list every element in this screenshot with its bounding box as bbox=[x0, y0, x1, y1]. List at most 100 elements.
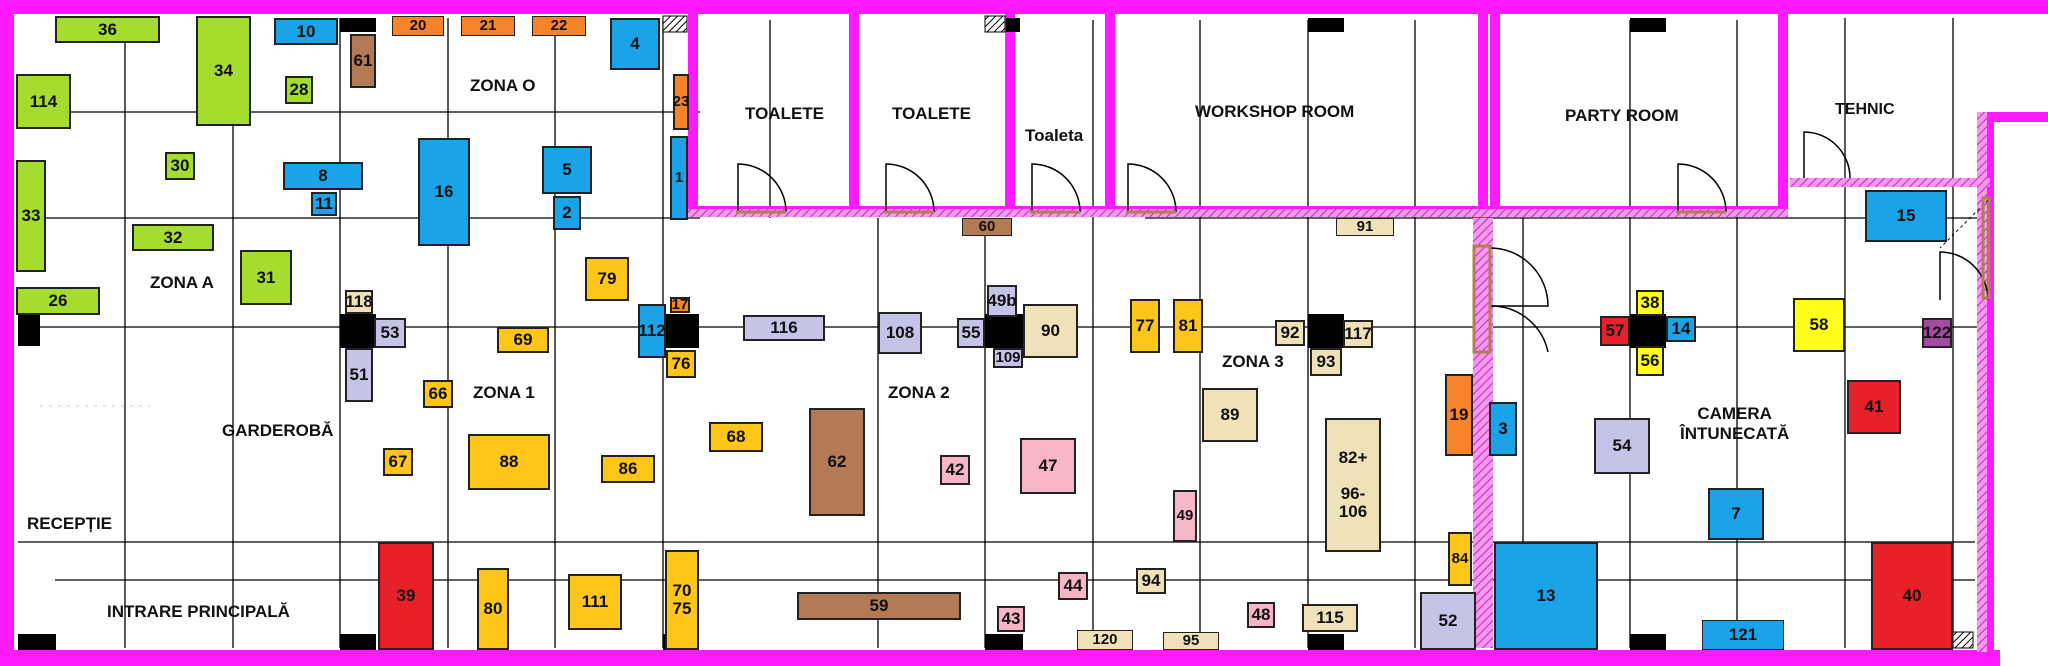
stand-66: 66 bbox=[423, 380, 453, 408]
stand-69: 69 bbox=[497, 327, 549, 353]
stand-20: 20 bbox=[392, 16, 444, 36]
stand-57: 57 bbox=[1600, 316, 1630, 346]
stand-49b: 49b bbox=[987, 285, 1017, 317]
stand-67: 67 bbox=[383, 448, 413, 476]
label-zona-3: ZONA 3 bbox=[1222, 352, 1284, 371]
stand-70-75: 70 75 bbox=[665, 550, 699, 650]
stand-122: 122 bbox=[1922, 318, 1952, 348]
stand-7: 7 bbox=[1708, 488, 1764, 540]
stand-44: 44 bbox=[1058, 572, 1088, 600]
stand-41: 41 bbox=[1847, 380, 1901, 434]
stand-47: 47 bbox=[1020, 438, 1076, 494]
label-zona-2: ZONA 2 bbox=[888, 383, 950, 402]
stand-39: 39 bbox=[378, 542, 434, 650]
stand-22: 22 bbox=[532, 16, 586, 36]
stand-43: 43 bbox=[997, 606, 1025, 632]
stand-42: 42 bbox=[940, 455, 970, 485]
stand-62: 62 bbox=[809, 408, 865, 516]
label-garderoba: GARDEROBĂ bbox=[222, 421, 334, 440]
stand-51: 51 bbox=[345, 348, 373, 402]
stand-91: 91 bbox=[1336, 218, 1394, 236]
label-receptie: RECEPȚIE bbox=[27, 514, 113, 533]
stand-115: 115 bbox=[1302, 604, 1358, 632]
stand-86: 86 bbox=[601, 455, 655, 483]
stand-56: 56 bbox=[1636, 346, 1664, 376]
stand-77: 77 bbox=[1130, 299, 1160, 353]
label-toalete-1: TOALETE bbox=[745, 104, 825, 123]
stand-21: 21 bbox=[461, 16, 515, 36]
stand-68: 68 bbox=[709, 422, 763, 452]
stand-13: 13 bbox=[1494, 542, 1598, 650]
label-party-room: PARTY ROOM bbox=[1565, 106, 1679, 125]
stand-52: 52 bbox=[1420, 592, 1476, 650]
label-camera-intunecata: CAMERA ÎNTUNECATĂ bbox=[1680, 404, 1790, 443]
stand-82-96-106: 82+ 96- 106 bbox=[1325, 418, 1381, 552]
stand-121: 121 bbox=[1702, 620, 1784, 650]
stand-15: 15 bbox=[1865, 190, 1947, 242]
stand-109: 109 bbox=[993, 348, 1023, 368]
label-tehnic: TEHNIC bbox=[1835, 101, 1895, 118]
stand-2: 2 bbox=[553, 196, 581, 230]
stand-19: 19 bbox=[1445, 374, 1473, 456]
stand-55: 55 bbox=[957, 318, 985, 348]
label-zona-1: ZONA 1 bbox=[473, 383, 535, 402]
stand-58: 58 bbox=[1793, 298, 1845, 352]
stand-40: 40 bbox=[1871, 542, 1953, 650]
stand-108: 108 bbox=[878, 312, 922, 354]
label-toalete-2: TOALETE bbox=[892, 104, 972, 123]
stand-95: 95 bbox=[1163, 632, 1219, 650]
stand-61: 61 bbox=[350, 34, 376, 88]
stand-116: 116 bbox=[743, 315, 825, 341]
label-workshop-room: WORKSHOP ROOM bbox=[1195, 102, 1355, 121]
stand-80: 80 bbox=[477, 568, 509, 650]
stand-3: 3 bbox=[1489, 402, 1517, 456]
stand-4: 4 bbox=[610, 18, 660, 70]
stand-60: 60 bbox=[962, 218, 1012, 236]
stand-120: 120 bbox=[1077, 630, 1133, 650]
stand-81: 81 bbox=[1173, 299, 1203, 353]
stand-17: 17 bbox=[670, 296, 690, 314]
stand-38: 38 bbox=[1636, 290, 1664, 316]
stand-112: 112 bbox=[638, 304, 666, 358]
stand-30: 30 bbox=[165, 152, 195, 180]
stand-92: 92 bbox=[1275, 320, 1305, 346]
stand-90: 90 bbox=[1023, 304, 1078, 358]
label-toaleta: Toaleta bbox=[1025, 126, 1084, 145]
stand-114: 114 bbox=[16, 74, 71, 129]
stand-88: 88 bbox=[468, 434, 550, 490]
stand-10: 10 bbox=[274, 18, 338, 45]
stand-111: 111 bbox=[568, 574, 622, 630]
stand-53: 53 bbox=[374, 318, 406, 348]
stand-117: 117 bbox=[1343, 320, 1373, 348]
stand-48: 48 bbox=[1247, 602, 1275, 628]
stand-49: 49 bbox=[1173, 490, 1197, 542]
stand-59: 59 bbox=[797, 592, 961, 620]
stand-11: 11 bbox=[311, 192, 337, 216]
stand-26: 26 bbox=[16, 287, 100, 315]
stand-28: 28 bbox=[285, 76, 313, 104]
label-zona-o: ZONA O bbox=[470, 76, 536, 95]
stand-34: 34 bbox=[196, 16, 251, 126]
stand-5: 5 bbox=[542, 146, 592, 194]
stand-8: 8 bbox=[283, 162, 363, 190]
stand-33: 33 bbox=[16, 160, 46, 272]
label-zona-a: ZONA A bbox=[150, 273, 214, 292]
stand-32: 32 bbox=[132, 224, 214, 251]
stand-118: 118 bbox=[345, 290, 373, 314]
stand-14: 14 bbox=[1666, 316, 1696, 342]
stand-93: 93 bbox=[1310, 348, 1342, 376]
label-intrare: INTRARE PRINCIPALĂ bbox=[107, 602, 290, 621]
stand-84: 84 bbox=[1448, 532, 1472, 586]
stand-94: 94 bbox=[1136, 568, 1166, 594]
stand-16: 16 bbox=[418, 138, 470, 246]
stand-79: 79 bbox=[585, 257, 629, 301]
stand-76: 76 bbox=[666, 350, 696, 378]
stand-1: 1 bbox=[670, 136, 688, 220]
stand-89: 89 bbox=[1202, 388, 1258, 442]
stand-31: 31 bbox=[240, 250, 292, 305]
stand-23: 23 bbox=[673, 74, 689, 130]
stand-36: 36 bbox=[55, 16, 160, 43]
